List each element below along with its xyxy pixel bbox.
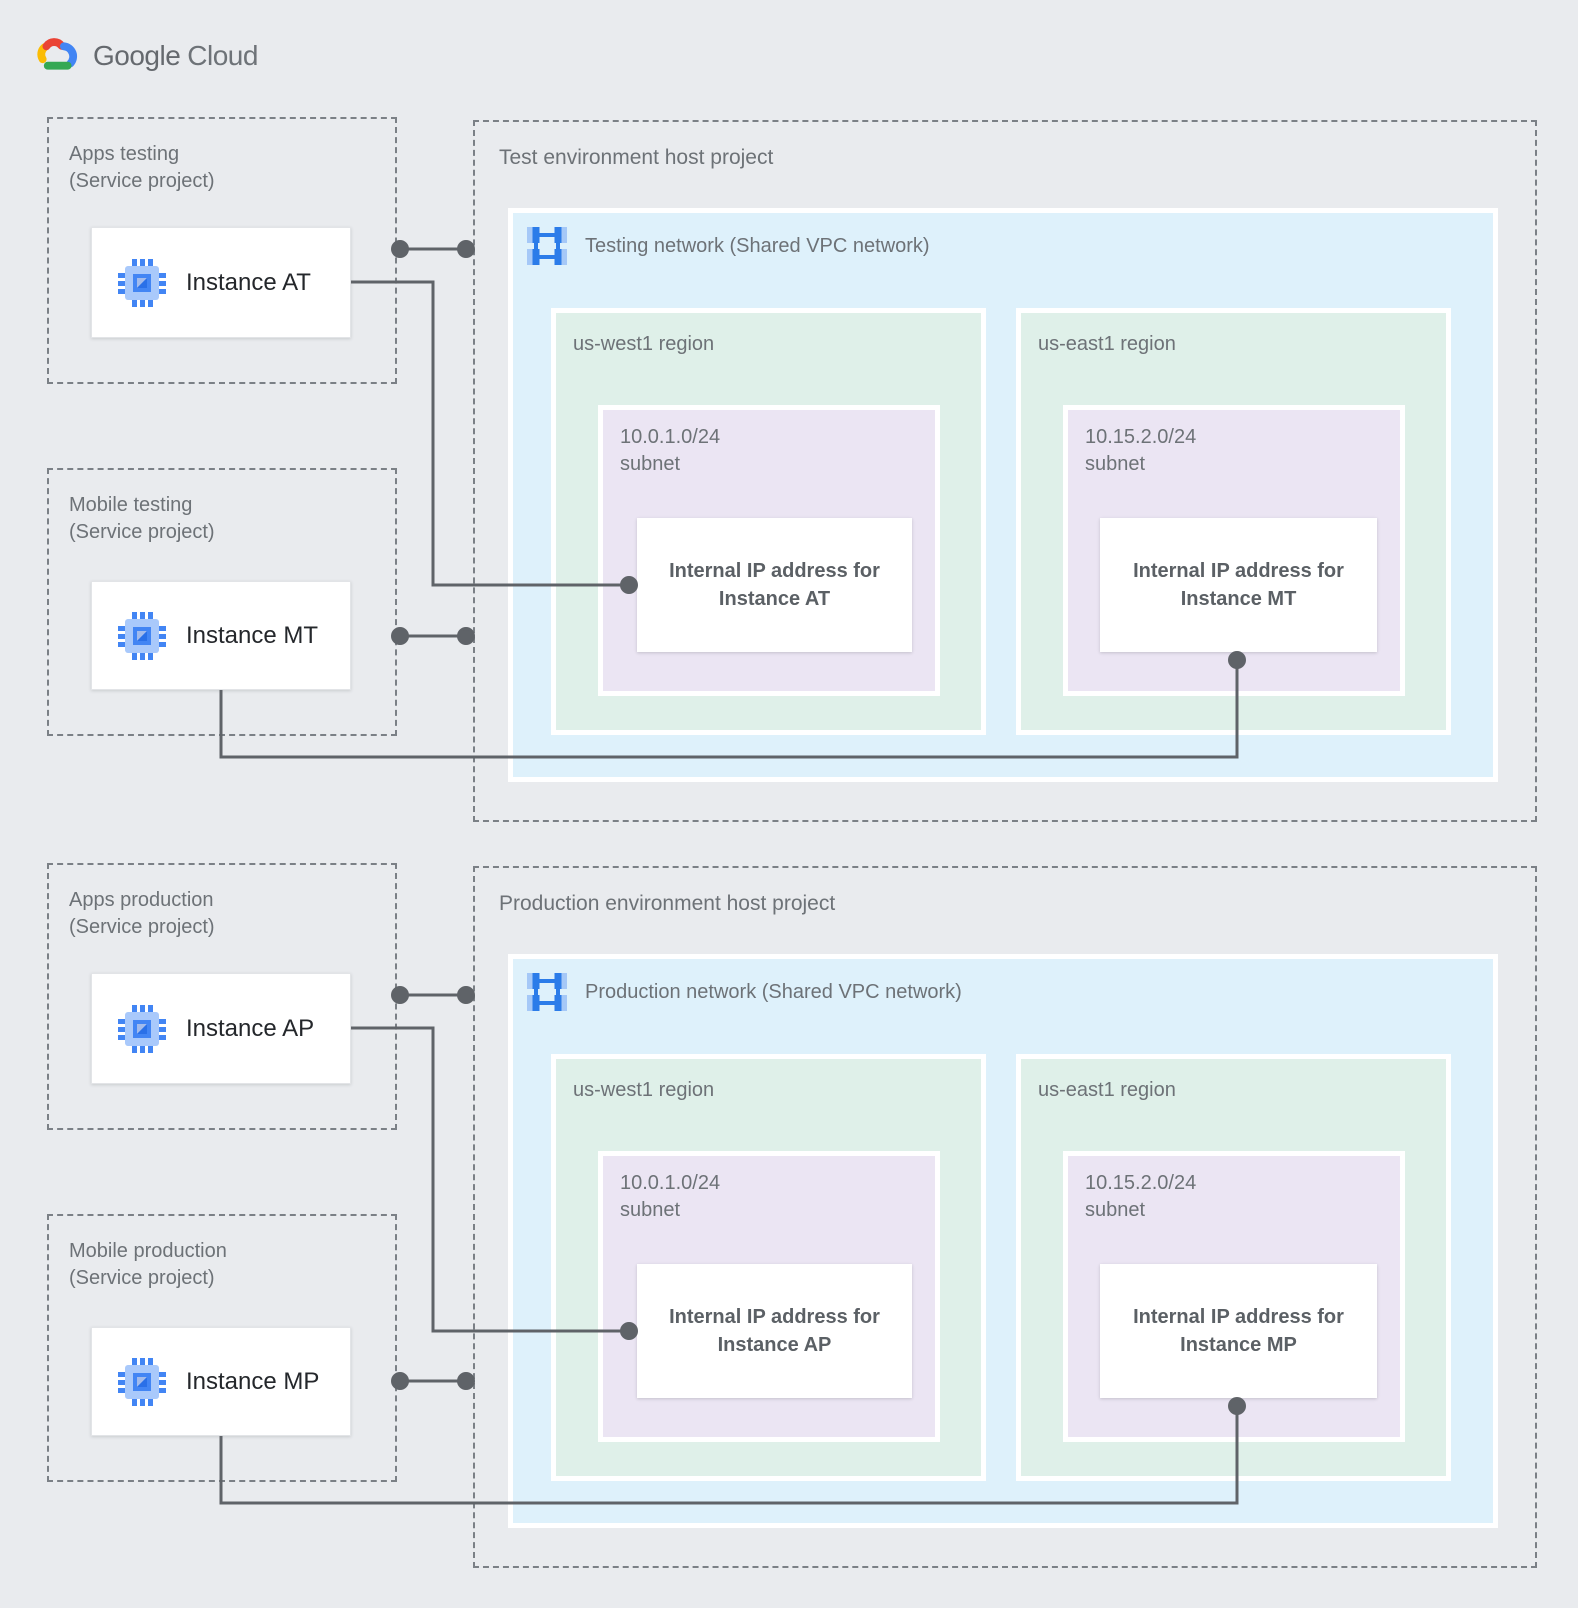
mobile-testing-label: Mobile testing (Service project) bbox=[69, 492, 215, 546]
project-name: Apps testing bbox=[69, 143, 180, 165]
region-name: us-east1 region bbox=[1038, 1079, 1176, 1101]
instance-mt-card: Instance MT bbox=[91, 581, 351, 690]
project-type: (Service project) bbox=[69, 521, 215, 543]
subnet-label: 10.15.2.0/24 subnet bbox=[1085, 1170, 1196, 1224]
compute-engine-icon bbox=[118, 1004, 166, 1053]
vpc-network-icon bbox=[523, 971, 571, 1013]
compute-engine-icon bbox=[118, 611, 166, 660]
instance-label: Instance MP bbox=[186, 1367, 320, 1395]
ip-text-line2: Instance AP bbox=[717, 1334, 832, 1356]
subnet-word: subnet bbox=[620, 1199, 681, 1221]
region-name: us-east1 region bbox=[1038, 333, 1176, 355]
google-cloud-icon bbox=[33, 36, 81, 76]
logo-brand: Google bbox=[93, 40, 181, 71]
production-host-project-title: Production environment host project bbox=[499, 892, 836, 915]
internal-ip-instance-mt-box: Internal IP address for Instance MT bbox=[1100, 518, 1377, 652]
subnet-word: subnet bbox=[1085, 1199, 1146, 1221]
production-network-label: Production network (Shared VPC network) bbox=[585, 981, 962, 1003]
subnet-cidr: 10.15.2.0/24 bbox=[1085, 1172, 1197, 1194]
internal-ip-instance-ap-box: Internal IP address for Instance AP bbox=[637, 1264, 912, 1398]
project-type: (Service project) bbox=[69, 170, 215, 192]
ip-text-line1: Internal IP address for bbox=[669, 1306, 880, 1328]
subnet-cidr: 10.15.2.0/24 bbox=[1085, 426, 1197, 448]
project-name: Mobile production bbox=[69, 1240, 227, 1262]
internal-ip-instance-at-box: Internal IP address for Instance AT bbox=[637, 518, 912, 652]
subnet-label: 10.0.1.0/24 subnet bbox=[620, 1170, 720, 1224]
apps-production-label: Apps production (Service project) bbox=[69, 887, 215, 941]
subnet-label: 10.15.2.0/24 subnet bbox=[1085, 424, 1196, 478]
project-type: (Service project) bbox=[69, 1267, 215, 1289]
subnet-cidr: 10.0.1.0/24 bbox=[620, 426, 721, 448]
project-name: Mobile testing bbox=[69, 494, 193, 516]
instance-label: Instance AP bbox=[186, 1014, 315, 1042]
ip-text-line1: Internal IP address for bbox=[1133, 1306, 1344, 1328]
subnet-word: subnet bbox=[1085, 453, 1146, 475]
ip-text-line2: Instance AT bbox=[718, 588, 831, 610]
logo-product: Cloud bbox=[187, 40, 258, 71]
apps-testing-label: Apps testing (Service project) bbox=[69, 141, 215, 195]
peering-link-apps-testing bbox=[391, 240, 475, 258]
instance-at-card: Instance AT bbox=[91, 227, 351, 338]
peering-link-mobile-production bbox=[391, 1372, 475, 1390]
subnet-word: subnet bbox=[620, 453, 681, 475]
project-type: (Service project) bbox=[69, 916, 215, 938]
instance-label: Instance MT bbox=[186, 621, 319, 649]
subnet-cidr: 10.0.1.0/24 bbox=[620, 1172, 721, 1194]
project-name: Apps production bbox=[69, 889, 214, 911]
compute-engine-icon bbox=[118, 258, 166, 307]
region-name: us-west1 region bbox=[573, 333, 715, 355]
vpc-network-icon bbox=[523, 225, 571, 267]
instance-label: Instance AT bbox=[186, 268, 311, 296]
mobile-production-label: Mobile production (Service project) bbox=[69, 1238, 227, 1292]
instance-ap-card: Instance AP bbox=[91, 973, 351, 1084]
ip-text-line2: Instance MT bbox=[1180, 588, 1297, 610]
peering-link-mobile-testing bbox=[391, 627, 475, 645]
subnet-label: 10.0.1.0/24 subnet bbox=[620, 424, 720, 478]
region-name: us-west1 region bbox=[573, 1079, 715, 1101]
testing-network-label: Testing network (Shared VPC network) bbox=[585, 235, 930, 257]
ip-text-line1: Internal IP address for bbox=[669, 560, 880, 582]
peering-link-apps-production bbox=[391, 986, 475, 1004]
ip-text-line2: Instance MP bbox=[1180, 1334, 1297, 1356]
test-host-project-title: Test environment host project bbox=[499, 146, 774, 169]
instance-mp-card: Instance MP bbox=[91, 1327, 351, 1436]
internal-ip-instance-mp-box: Internal IP address for Instance MP bbox=[1100, 1264, 1377, 1398]
compute-engine-icon bbox=[118, 1357, 166, 1406]
ip-text-line1: Internal IP address for bbox=[1133, 560, 1344, 582]
